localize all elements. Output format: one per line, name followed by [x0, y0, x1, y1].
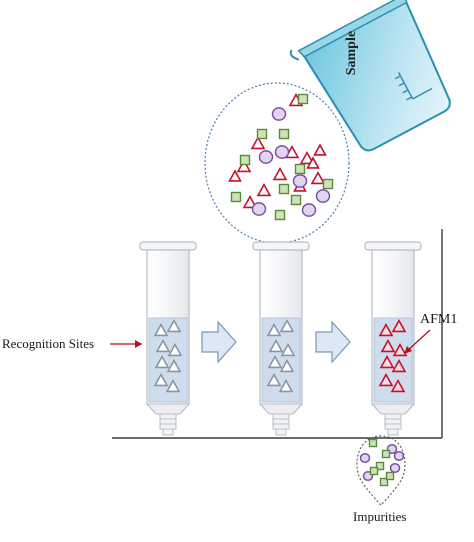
- right-arrow-icon: [201, 320, 237, 364]
- square-icon: [278, 183, 290, 195]
- circle-icon: [301, 203, 317, 217]
- recognition-site-icon: [266, 372, 282, 387]
- impurity-molecules: [359, 438, 405, 487]
- triangle-icon: [310, 170, 326, 185]
- triangle-icon: [272, 166, 288, 181]
- square-icon: [379, 477, 389, 487]
- afm1-triangle-icon: [379, 354, 395, 369]
- column-tip-rib: [272, 413, 290, 420]
- circle-icon: [292, 174, 308, 188]
- recognition-sites-arrowhead: [135, 340, 142, 348]
- square-icon: [368, 438, 378, 448]
- recognition-site-icon: [278, 378, 294, 393]
- triangle-icon: [242, 194, 258, 209]
- recognition-site-icon: [280, 342, 296, 357]
- triangle-icon: [306, 156, 320, 169]
- square-icon: [381, 449, 391, 459]
- afm1-triangle-icon: [391, 318, 407, 333]
- recognition-site-icon: [153, 322, 169, 337]
- recognition-site-icon: [267, 354, 283, 369]
- circle-icon: [315, 189, 331, 203]
- square-icon: [297, 93, 309, 105]
- recognition-site-icon: [268, 338, 284, 353]
- square-icon: [230, 191, 242, 203]
- triangle-icon: [256, 182, 272, 197]
- recognition-site-icon: [153, 372, 169, 387]
- afm1-triangle-icon: [391, 358, 407, 373]
- afm1-arrow: [405, 329, 431, 353]
- triangle-icon: [236, 158, 252, 173]
- column-flange: [364, 241, 422, 251]
- column-taper: [258, 403, 304, 415]
- square-icon: [294, 163, 306, 175]
- column-tip-rib: [272, 423, 290, 430]
- spe-column-2: [252, 241, 310, 436]
- recognition-site-icon: [166, 358, 182, 373]
- square-icon: [322, 178, 334, 190]
- right-arrow-icon: [315, 320, 351, 364]
- column-taper: [370, 403, 416, 415]
- afm1-label: AFM1: [420, 312, 457, 327]
- beaker-icon: Sample: [289, 0, 451, 152]
- circle-icon: [271, 107, 287, 121]
- column-tip-rib: [384, 423, 402, 430]
- afm1-triangle-icon: [378, 372, 394, 387]
- triangle-icon: [313, 143, 327, 156]
- column-tip-rib: [159, 413, 177, 420]
- recognition-site-icon: [154, 354, 170, 369]
- circle-icon: [389, 462, 401, 474]
- circle-icon: [251, 202, 267, 216]
- recognition-sites-label: Recognition Sites: [2, 336, 94, 351]
- square-icon: [290, 194, 302, 206]
- afm1-triangle-icon: [380, 338, 396, 353]
- impurities-label: Impurities: [353, 509, 406, 524]
- square-icon: [375, 461, 385, 471]
- circle-icon: [274, 145, 290, 159]
- triangle-icon: [299, 150, 315, 165]
- column-flange: [139, 241, 197, 251]
- recognition-site-icon: [167, 342, 183, 357]
- recognition-site-icon: [155, 338, 171, 353]
- spe-column-3: [364, 241, 422, 436]
- column-tip-rib: [384, 418, 402, 425]
- column-tip: [162, 428, 174, 436]
- triangle-icon: [228, 169, 242, 182]
- column-tip-rib: [384, 413, 402, 420]
- square-icon: [278, 128, 290, 140]
- beaker-label: Sample: [344, 31, 359, 75]
- afm1-arrowhead: [404, 346, 412, 354]
- column-tip-rib: [159, 418, 177, 425]
- recognition-site-icon: [266, 322, 282, 337]
- column-flange: [252, 241, 310, 251]
- square-icon: [256, 128, 268, 140]
- spe-column-1: [139, 241, 197, 436]
- column-tip: [275, 428, 287, 436]
- column-taper: [145, 403, 191, 415]
- afm1-triangle-icon: [378, 322, 394, 337]
- recognition-site-icon: [165, 378, 181, 393]
- impurities-drop: [356, 435, 406, 506]
- sample-cloud: [204, 82, 350, 244]
- square-icon: [274, 209, 286, 221]
- square-icon: [369, 466, 379, 476]
- column-tip-rib: [272, 418, 290, 425]
- afm1-triangle-icon: [392, 342, 408, 357]
- recognition-site-icon: [279, 318, 295, 333]
- column-tip-rib: [159, 423, 177, 430]
- circle-icon: [393, 450, 405, 462]
- square-icon: [239, 154, 251, 166]
- column-tip: [387, 428, 399, 436]
- sample-molecules: [228, 92, 334, 221]
- recognition-site-icon: [166, 318, 182, 333]
- afm1-triangle-icon: [390, 378, 406, 393]
- recognition-site-icon: [279, 358, 295, 373]
- circle-icon: [258, 150, 274, 164]
- triangle-icon: [250, 135, 266, 150]
- square-icon: [385, 471, 395, 481]
- circle-icon: [359, 452, 371, 464]
